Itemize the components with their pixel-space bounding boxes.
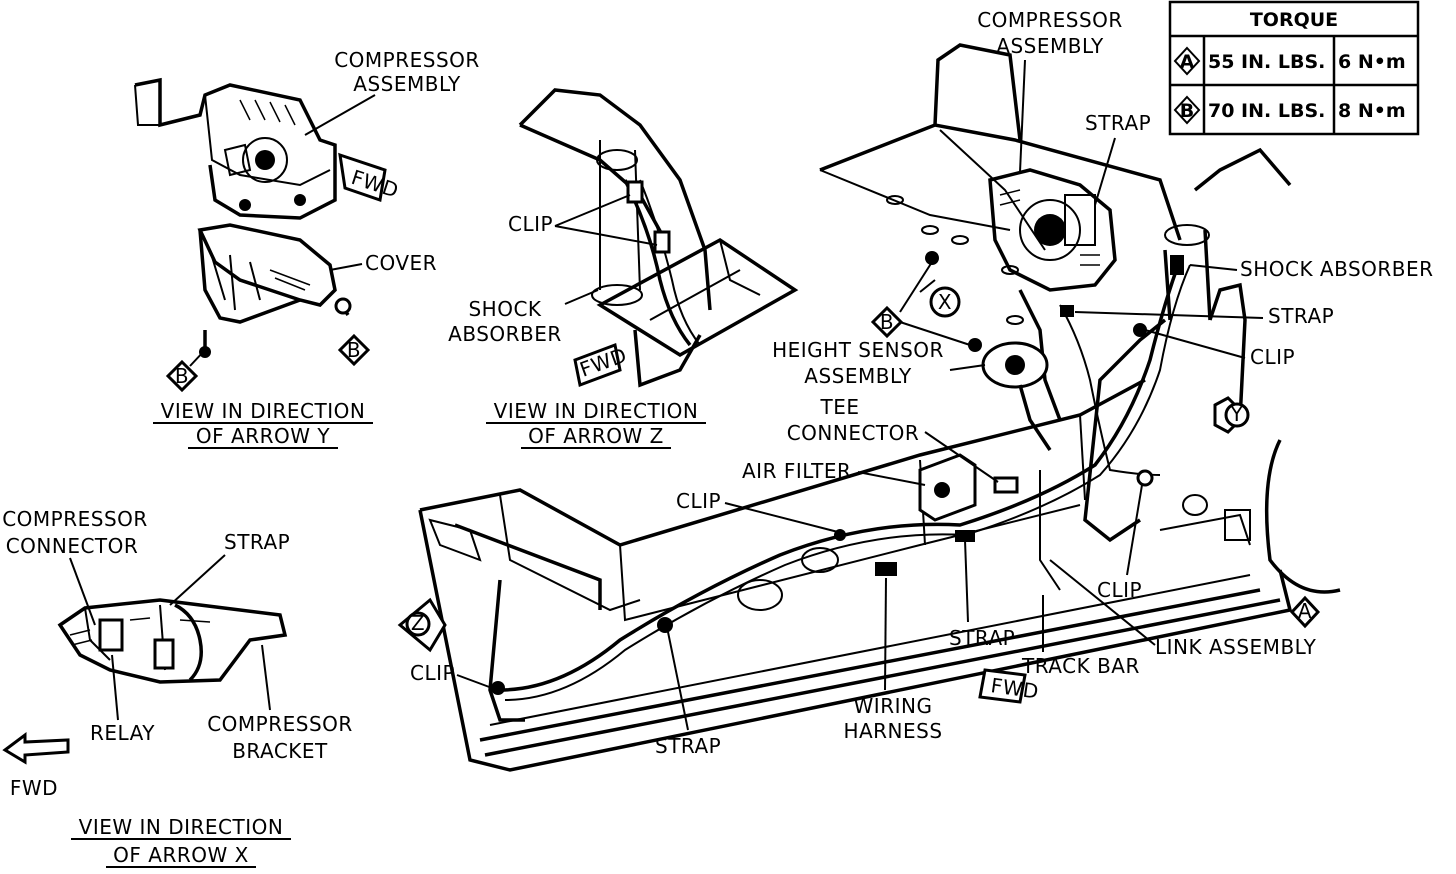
torque-value-b: 70 IN. LBS. bbox=[1208, 100, 1325, 122]
main-height-sensor-label-2: ASSEMBLY bbox=[804, 364, 912, 388]
view-z-clip-label: CLIP bbox=[508, 212, 553, 236]
view-y-b-right: B bbox=[347, 338, 361, 362]
torque-key-b: B bbox=[1180, 100, 1194, 122]
main-clip-mid-label: CLIP bbox=[676, 489, 721, 513]
main-wiring-label-1: WIRING bbox=[854, 694, 933, 718]
main-link-label: LINK ASSEMBLY bbox=[1155, 635, 1317, 659]
view-z-caption-line2: OF ARROW Z bbox=[528, 424, 664, 448]
view-z-caption-line1: VIEW IN DIRECTION bbox=[494, 399, 699, 423]
main-x-marker: X bbox=[938, 290, 952, 314]
view-x-bracket-label-1: COMPRESSOR bbox=[207, 712, 353, 736]
view-z-shock-label-2: ABSORBER bbox=[448, 322, 562, 346]
main-strap-bottom-label: STRAP bbox=[655, 734, 721, 758]
main-clip-lower-label: CLIP bbox=[1097, 578, 1142, 602]
main-air-filter-label: AIR FILTER bbox=[742, 459, 851, 483]
torque-table: TORQUE A 55 IN. LBS. 6 N•m B 70 IN. LBS.… bbox=[1168, 0, 1420, 136]
view-x-caption-line2: OF ARROW X bbox=[113, 843, 249, 867]
view-x-illustration bbox=[2, 598, 288, 765]
view-y-caption-line2: OF ARROW Y bbox=[196, 424, 330, 448]
main-clip-left-label: CLIP bbox=[410, 661, 455, 685]
view-x-connector-label-2: CONNECTOR bbox=[6, 534, 139, 558]
view-y-b-left: B bbox=[175, 364, 189, 388]
main-z-marker: Z bbox=[411, 611, 425, 635]
view-x-connector-label-1: COMPRESSOR bbox=[2, 507, 148, 531]
view-y-cover-leader bbox=[329, 263, 363, 271]
main-strap-top-label: STRAP bbox=[1085, 111, 1151, 135]
view-y-caption-line1: VIEW IN DIRECTION bbox=[161, 399, 366, 423]
view-y-illustration: FWD B B bbox=[134, 77, 402, 393]
torque-value-a: 55 IN. LBS. bbox=[1208, 51, 1325, 73]
view-x-fwd-label: FWD bbox=[10, 776, 58, 800]
view-y-compressor-label-1: COMPRESSOR bbox=[334, 48, 480, 72]
main-y-marker: Y bbox=[1230, 402, 1244, 426]
main-clip-right-label: CLIP bbox=[1250, 345, 1295, 369]
main-tee-label-1: TEE bbox=[820, 395, 860, 419]
torque-metric-b: 8 N•m bbox=[1338, 100, 1406, 122]
main-strap-right-label: STRAP bbox=[1268, 304, 1334, 328]
main-a-marker: A bbox=[1298, 599, 1312, 623]
view-y-compressor-leader bbox=[304, 94, 376, 136]
torque-title: TORQUE bbox=[1250, 9, 1338, 31]
main-shock-label: SHOCK ABSORBER bbox=[1240, 257, 1434, 281]
main-wiring-label-2: HARNESS bbox=[843, 719, 942, 743]
view-x-strap-label: STRAP bbox=[224, 530, 290, 554]
main-tee-label-2: CONNECTOR bbox=[787, 421, 920, 445]
view-x-relay-label: RELAY bbox=[90, 721, 155, 745]
main-compressor-label-1: COMPRESSOR bbox=[977, 8, 1123, 32]
view-y-cover-label: COVER bbox=[365, 251, 437, 275]
view-x-bracket-label-2: BRACKET bbox=[232, 739, 328, 763]
torque-metric-a: 6 N•m bbox=[1338, 51, 1406, 73]
view-x-caption-line1: VIEW IN DIRECTION bbox=[79, 815, 284, 839]
main-compressor-label-2: ASSEMBLY bbox=[996, 34, 1104, 58]
view-z-illustration: FWD bbox=[518, 88, 799, 388]
main-b-marker: B bbox=[880, 310, 894, 334]
main-track-bar-label: TRACK BAR bbox=[1021, 654, 1140, 678]
main-strap-mid-label: STRAP bbox=[949, 626, 1015, 650]
main-height-sensor-label-1: HEIGHT SENSOR bbox=[772, 338, 944, 362]
view-y-compressor-label-2: ASSEMBLY bbox=[353, 72, 461, 96]
torque-key-a: A bbox=[1180, 51, 1195, 73]
view-z-shock-label-1: SHOCK bbox=[468, 297, 541, 321]
